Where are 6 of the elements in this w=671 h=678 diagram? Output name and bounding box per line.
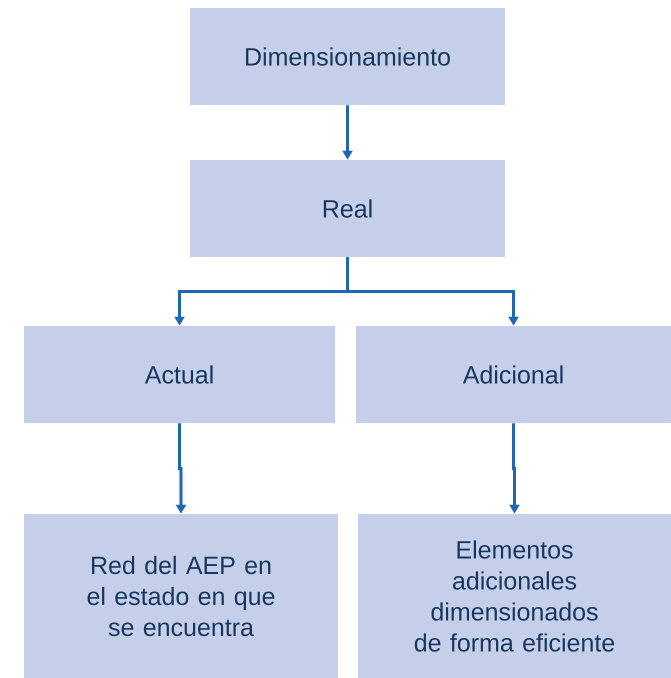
label-box: Elementos adicionales dimensionados de forma eficiente	[358, 514, 671, 678]
label-box: Adicional	[356, 326, 671, 423]
label-box: Dimensionamiento	[190, 8, 505, 105]
label-box: Actual	[24, 326, 335, 423]
label-box: Real	[190, 160, 505, 257]
label-box: Red del AEP en el estado en que se encuentra	[24, 514, 338, 678]
